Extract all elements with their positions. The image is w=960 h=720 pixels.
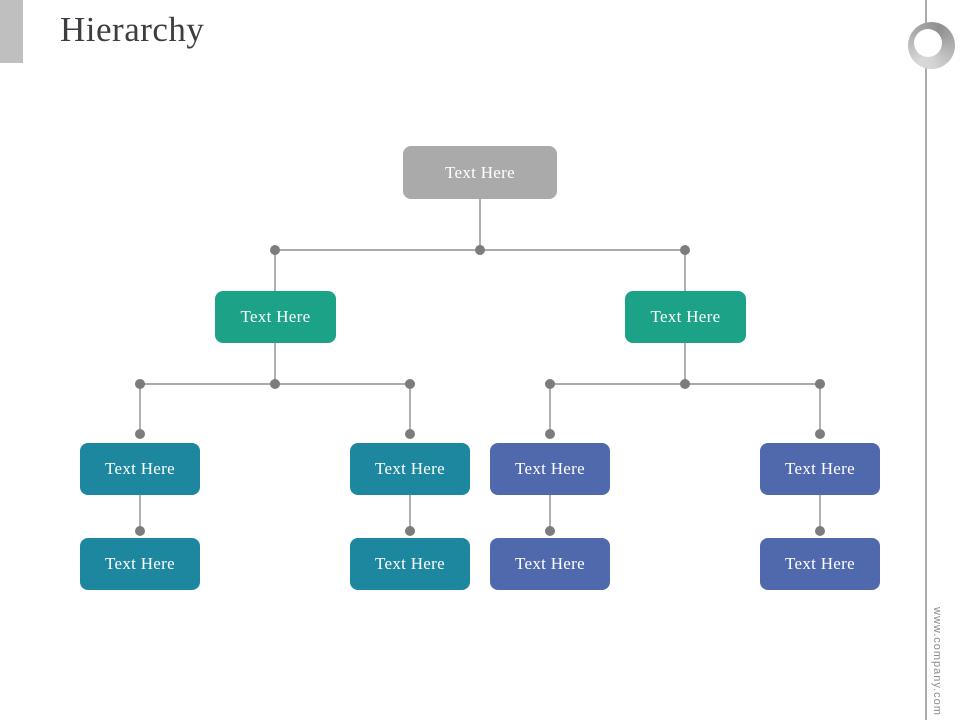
- junction-dot: [405, 379, 415, 389]
- junction-dot: [270, 245, 280, 255]
- junction-dot: [815, 429, 825, 439]
- junction-dot: [405, 429, 415, 439]
- junction-dot: [815, 379, 825, 389]
- org-node-l4-2[interactable]: Text Here: [350, 538, 470, 590]
- junction-dot: [815, 526, 825, 536]
- logo-inner-circle: [914, 29, 942, 57]
- circular-swoosh-logo-icon: [908, 22, 955, 69]
- org-node-l3-3[interactable]: Text Here: [490, 443, 610, 495]
- right-divider-line: [925, 0, 927, 720]
- org-node-l3-2[interactable]: Text Here: [350, 443, 470, 495]
- junction-dot: [405, 526, 415, 536]
- junction-dot: [545, 526, 555, 536]
- org-node-l4-4[interactable]: Text Here: [760, 538, 880, 590]
- junction-dot: [545, 429, 555, 439]
- org-node-l4-1[interactable]: Text Here: [80, 538, 200, 590]
- org-node-l2-right[interactable]: Text Here: [625, 291, 746, 343]
- org-node-root[interactable]: Text Here: [403, 146, 557, 199]
- website-url: www.company.com: [931, 607, 943, 716]
- junction-dot: [135, 429, 145, 439]
- junction-dot: [135, 526, 145, 536]
- accent-bar: [0, 0, 23, 63]
- junction-dot: [270, 379, 280, 389]
- page-title: Hierarchy: [60, 10, 205, 49]
- org-node-l4-3[interactable]: Text Here: [490, 538, 610, 590]
- org-node-l3-4[interactable]: Text Here: [760, 443, 880, 495]
- org-node-l3-1[interactable]: Text Here: [80, 443, 200, 495]
- junction-dot: [680, 245, 690, 255]
- junction-dot: [135, 379, 145, 389]
- org-node-l2-left[interactable]: Text Here: [215, 291, 336, 343]
- junction-dot: [680, 379, 690, 389]
- junction-dot: [545, 379, 555, 389]
- junction-dot: [475, 245, 485, 255]
